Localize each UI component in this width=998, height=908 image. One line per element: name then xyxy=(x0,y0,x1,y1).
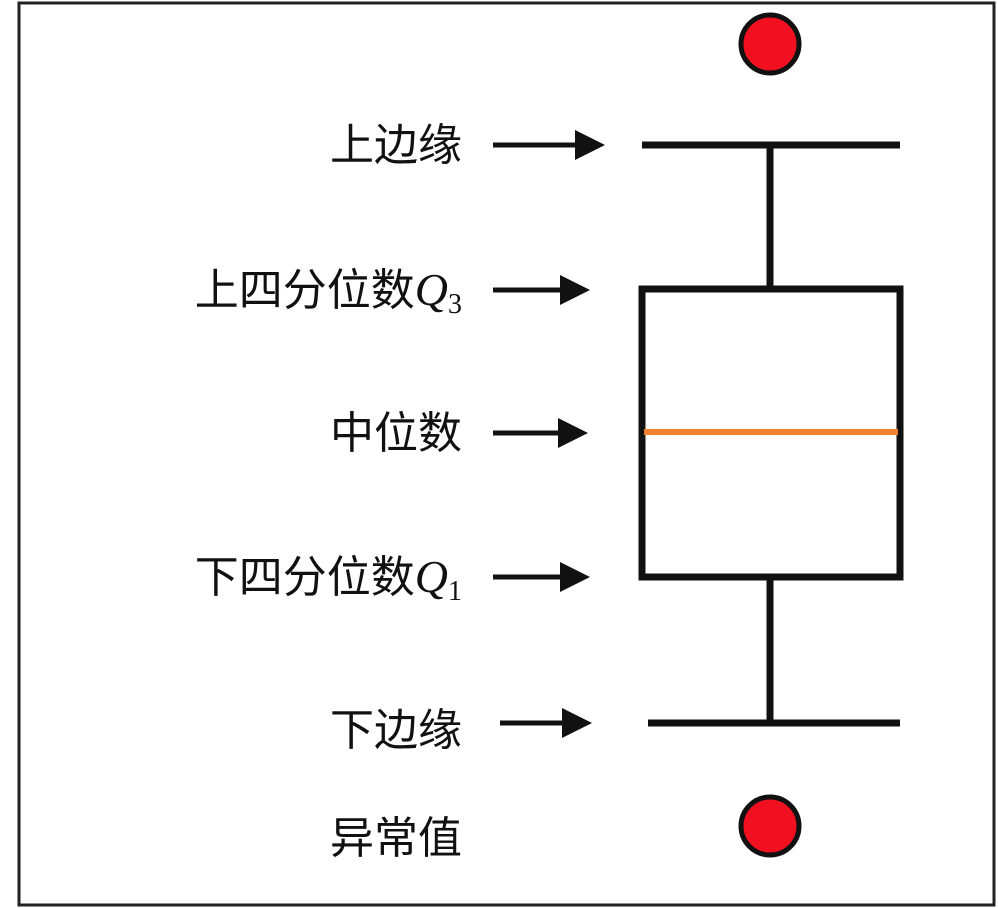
label-lower-whisker: 下边缘 xyxy=(330,705,462,756)
label-upper-whisker: 上边缘 xyxy=(330,120,462,171)
label-q3: 上四分位数Q3 xyxy=(195,264,462,320)
outlier-point-lower xyxy=(738,794,802,858)
label-median: 中位数 xyxy=(330,408,462,459)
outlier-point-upper xyxy=(738,12,802,76)
label-outlier: 异常值 xyxy=(330,813,462,864)
label-q1: 下四分位数Q1 xyxy=(195,551,462,607)
